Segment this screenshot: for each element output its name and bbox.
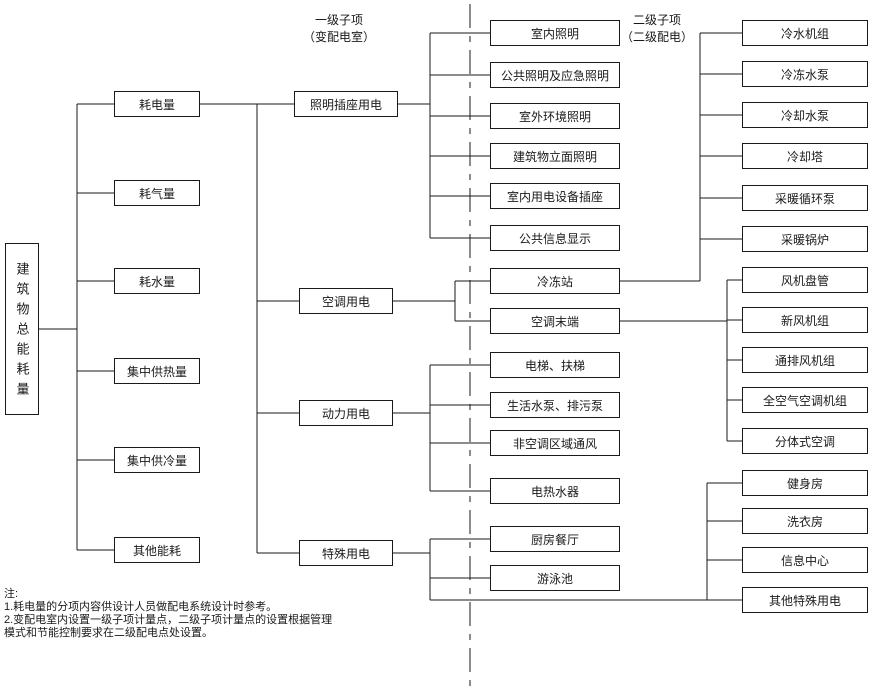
node-indoor-lighting: 室内照明: [490, 20, 620, 46]
node-all-air-ac-unit: 全空气空调机组: [742, 387, 868, 413]
node-laundry: 洗衣房: [742, 508, 868, 534]
node-other-energy: 其他能耗: [114, 537, 200, 563]
level1-header-title: 一级子项: [314, 13, 363, 27]
level2-header-subtitle: （二级配电）: [620, 30, 693, 44]
node-special-power: 特殊用电: [299, 540, 393, 566]
notes-title: 注:: [4, 588, 19, 600]
node-chiller-station: 冷冻站: [490, 268, 620, 294]
node-central-heating: 集中供热量: [114, 358, 200, 384]
node-lighting-socket-power: 照明插座用电: [294, 91, 398, 117]
node-cooling-water-pump: 冷却水泵: [742, 102, 868, 128]
node-ventilation-exhaust-unit: 通排风机组: [742, 347, 868, 373]
node-info-center: 信息中心: [742, 547, 868, 573]
node-fresh-air-unit: 新风机组: [742, 307, 868, 333]
level1-header-subtitle: （变配电室）: [302, 30, 375, 44]
level1-header: 一级子项 （变配电室）: [279, 12, 399, 46]
node-elevator-escalator: 电梯、扶梯: [490, 352, 620, 378]
node-electric-water-heater: 电热水器: [490, 478, 620, 504]
node-central-cooling: 集中供冷量: [114, 447, 200, 473]
node-split-ac: 分体式空调: [742, 428, 868, 454]
node-nonac-ventilation: 非空调区域通风: [490, 430, 620, 456]
node-heating-boiler: 采暖锅炉: [742, 226, 868, 252]
note-line-1: 1.耗电量的分项内容供设计人员做配电系统设计时参考。: [4, 601, 278, 613]
node-gym: 健身房: [742, 470, 868, 496]
level2-header: 二级子项 （二级配电）: [597, 12, 717, 46]
node-swimming-pool: 游泳池: [490, 565, 620, 591]
node-ac-power: 空调用电: [299, 288, 393, 314]
node-gas-consumption: 耗气量: [114, 180, 200, 206]
node-water-consumption: 耗水量: [114, 268, 200, 294]
node-other-special-power: 其他特殊用电: [742, 587, 868, 613]
level2-header-title: 二级子项: [632, 13, 681, 27]
notes: 注: 1.耗电量的分项内容供设计人员做配电系统设计时参考。 2.变配电室内设置一…: [4, 588, 332, 640]
node-electricity-consumption: 耗电量: [114, 91, 200, 117]
node-cooling-tower: 冷却塔: [742, 143, 868, 169]
note-line-2: 2.变配电室内设置一级子项计量点，二级子项计量点的设置根据管理: [4, 614, 333, 626]
node-dynamic-power: 动力用电: [299, 400, 393, 426]
node-water-sewage-pumps: 生活水泵、排污泵: [490, 392, 620, 418]
note-line-3: 模式和节能控制要求在二级配电点处设置。: [4, 627, 213, 639]
node-chiller-unit: 冷水机组: [742, 20, 868, 46]
node-outdoor-lighting: 室外环境照明: [490, 103, 620, 129]
node-chilled-water-pump: 冷冻水泵: [742, 61, 868, 87]
node-ac-terminal: 空调末端: [490, 308, 620, 334]
node-indoor-equipment-socket: 室内用电设备插座: [490, 183, 620, 209]
node-building-total-energy: 建筑物总能耗量: [5, 243, 39, 415]
node-fan-coil-unit: 风机盘管: [742, 267, 868, 293]
node-kitchen-dining: 厨房餐厅: [490, 526, 620, 552]
node-public-emergency-lighting: 公共照明及应急照明: [490, 62, 620, 88]
node-heating-circulation-pump: 采暖循环泵: [742, 185, 868, 211]
node-public-info-display: 公共信息显示: [490, 225, 620, 251]
node-facade-lighting: 建筑物立面照明: [490, 143, 620, 169]
